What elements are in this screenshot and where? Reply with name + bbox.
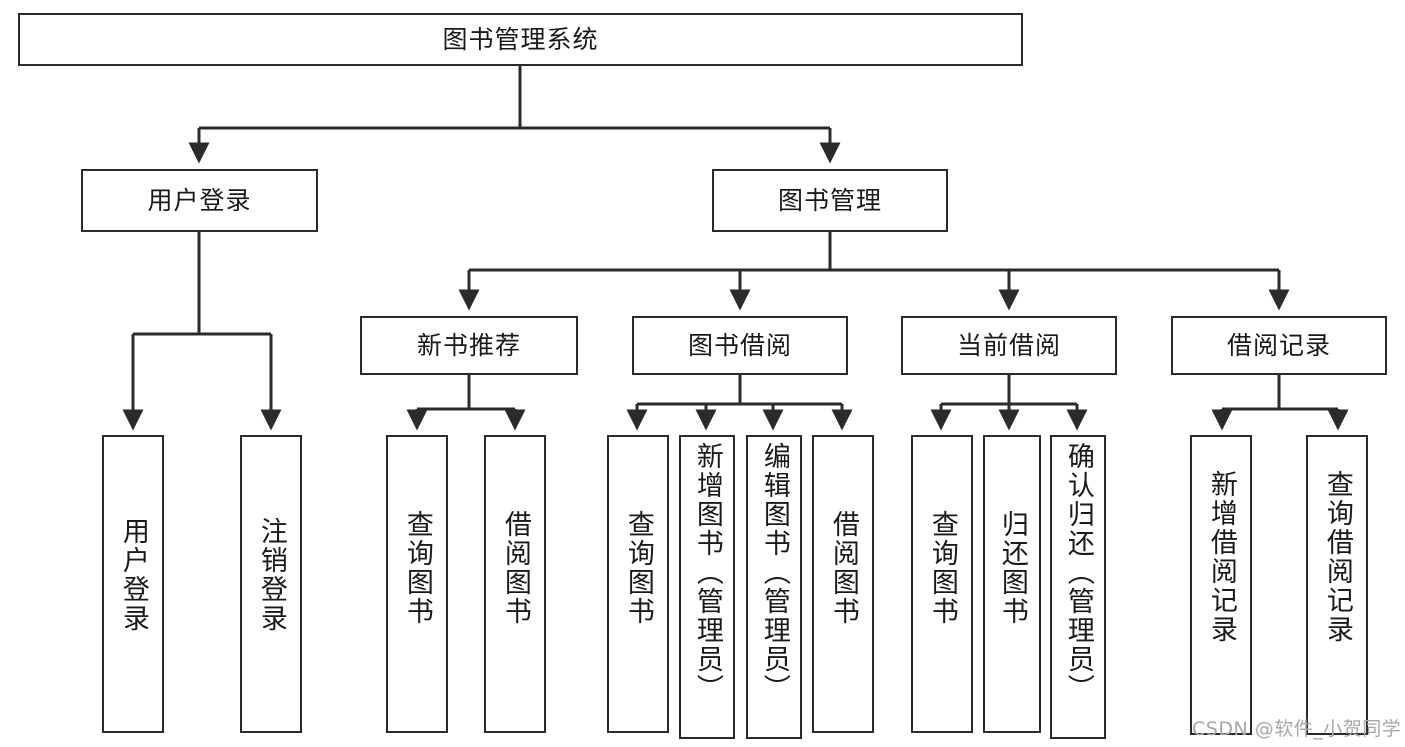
node-current-borrow-label: 当前借阅 <box>956 330 1061 360</box>
node-book-manage-label: 图书管理 <box>777 185 882 215</box>
node-borrow-record-label: 借阅记录 <box>1226 330 1331 360</box>
node-leaf-query-book-2[interactable]: 查询图书 <box>607 435 669 733</box>
node-user-login[interactable]: 用户登录 <box>81 169 318 232</box>
node-leaf-user-login[interactable]: 用户登录 <box>102 435 164 733</box>
node-leaf-user-login-label: 用户登录 <box>117 517 149 633</box>
node-leaf-query-record-label: 查询借阅记录 <box>1321 470 1353 644</box>
node-leaf-add-record-label: 新增借阅记录 <box>1205 470 1237 644</box>
node-book-manage[interactable]: 图书管理 <box>712 169 948 232</box>
node-book-borrow-label: 图书借阅 <box>687 330 792 360</box>
node-leaf-add-book-label: 新增图书（管理员） <box>691 442 723 703</box>
node-leaf-logout-label: 注销登录 <box>255 517 287 633</box>
node-leaf-query-book-3-label: 查询图书 <box>926 510 958 626</box>
node-leaf-query-book-3[interactable]: 查询图书 <box>911 435 973 733</box>
node-leaf-query-record[interactable]: 查询借阅记录 <box>1306 435 1368 735</box>
node-borrow-record[interactable]: 借阅记录 <box>1171 316 1387 375</box>
node-new-book-rec[interactable]: 新书推荐 <box>360 316 578 375</box>
node-leaf-add-book[interactable]: 新增图书（管理员） <box>679 435 735 739</box>
node-current-borrow[interactable]: 当前借阅 <box>901 316 1117 375</box>
node-leaf-query-book-1[interactable]: 查询图书 <box>386 435 448 733</box>
node-leaf-confirm-return-label: 确认归还（管理员） <box>1062 442 1094 703</box>
node-leaf-query-book-1-label: 查询图书 <box>401 510 433 626</box>
node-leaf-confirm-return[interactable]: 确认归还（管理员） <box>1050 435 1106 739</box>
node-leaf-edit-book-label: 编辑图书（管理员） <box>758 442 790 703</box>
node-leaf-logout[interactable]: 注销登录 <box>240 435 302 733</box>
node-root[interactable]: 图书管理系统 <box>18 13 1023 66</box>
node-leaf-borrow-book-2[interactable]: 借阅图书 <box>812 435 874 733</box>
csdn-watermark: CSDN @软件_小贺同学 <box>1192 718 1402 740</box>
node-root-label: 图书管理系统 <box>442 24 599 54</box>
node-new-book-rec-label: 新书推荐 <box>416 330 521 360</box>
node-leaf-return-book[interactable]: 归还图书 <box>983 435 1041 733</box>
node-leaf-borrow-book-1[interactable]: 借阅图书 <box>484 435 546 733</box>
node-leaf-borrow-book-1-label: 借阅图书 <box>499 510 531 626</box>
node-leaf-return-book-label: 归还图书 <box>996 510 1028 626</box>
node-user-login-label: 用户登录 <box>147 185 252 215</box>
node-leaf-query-book-2-label: 查询图书 <box>622 510 654 626</box>
node-book-borrow[interactable]: 图书借阅 <box>632 316 848 375</box>
node-leaf-borrow-book-2-label: 借阅图书 <box>827 510 859 626</box>
node-leaf-add-record[interactable]: 新增借阅记录 <box>1190 435 1252 735</box>
node-leaf-edit-book[interactable]: 编辑图书（管理员） <box>746 435 802 739</box>
